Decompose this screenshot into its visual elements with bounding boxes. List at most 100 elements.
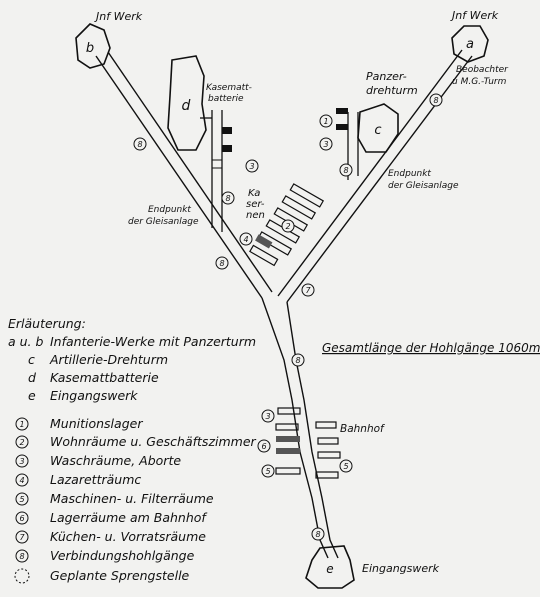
ammo-bar-d-2 — [222, 145, 232, 152]
panzer-label-2: drehturm — [366, 84, 418, 97]
svg-text:6: 6 — [261, 442, 266, 451]
svg-text:8: 8 — [295, 356, 300, 365]
legend-key-e: e — [28, 388, 36, 403]
marker-8-right: 8 — [339, 163, 353, 177]
legend-text-e: Eingangswerk — [50, 388, 138, 403]
legend-text-8: Verbindungshohlgänge — [50, 548, 195, 563]
kasernen-label-1: Ka — [248, 188, 260, 199]
kasernen-label-2: ser- — [246, 199, 265, 210]
tunnel-network — [95, 49, 473, 559]
legend-text-4: Lazaretträumc — [50, 472, 141, 487]
legend-marker-1: 1 — [15, 417, 29, 431]
legend-text-7: Küchen- u. Vorratsräume — [50, 529, 206, 544]
svg-text:4: 4 — [243, 235, 248, 244]
marker-1-c: 1 — [319, 114, 333, 128]
legend-text-3: Waschräume, Aborte — [50, 453, 181, 468]
legend-blast-point-icon — [14, 568, 30, 584]
kasematt-label-2: batterie — [208, 94, 244, 104]
legend-marker-8: 8 — [15, 549, 29, 563]
entrance-e-outline — [305, 545, 355, 589]
legend-key-d: d — [28, 370, 36, 385]
marker-8-left-top: 8 — [133, 137, 147, 151]
fort-b-outline — [75, 23, 111, 69]
room-d-small — [211, 159, 223, 169]
ammo-bar-c-2 — [336, 124, 348, 130]
marker-8-right-top: 8 — [429, 93, 443, 107]
svg-text:3: 3 — [19, 457, 24, 466]
legend-key-ab: a u. b — [8, 334, 44, 349]
marker-2: 2 — [281, 219, 295, 233]
tunnel-left-branch — [95, 51, 273, 299]
lazarett-hatched — [255, 234, 273, 249]
bahnhof-rooms — [275, 407, 341, 479]
turret-c-letter: c — [374, 123, 381, 138]
legend-marker-5: 5 — [15, 492, 29, 506]
legend-text-c: Artillerie-Drehturm — [49, 352, 168, 367]
svg-text:5: 5 — [343, 462, 348, 471]
legend-text-1: Munitionslager — [50, 416, 143, 431]
legend-marker-2: 2 — [15, 435, 29, 449]
svg-text:3: 3 — [323, 140, 328, 149]
legend-text-6: Lagerräume am Bahnhof — [50, 510, 207, 525]
marker-7: 7 — [301, 283, 315, 297]
svg-text:2: 2 — [19, 438, 24, 447]
kasematt-d-outline — [167, 55, 207, 151]
endpunkt-right-label-1: Endpunkt — [388, 169, 431, 179]
legend-title: Erläuterung: — [8, 316, 86, 331]
legend-marker-7: 7 — [15, 530, 29, 544]
marker-5-left: 5 — [261, 464, 275, 478]
kasematt-d-letter: d — [182, 98, 191, 114]
beobachter-label-2: u M.G.-Turm — [452, 77, 507, 87]
turret-c-outline — [357, 103, 399, 153]
marker-3-c: 3 — [319, 137, 333, 151]
legend-marker-6: 6 — [15, 511, 29, 525]
entrance-e-letter: e — [326, 562, 333, 576]
legend-text-blast: Geplante Sprengstelle — [50, 568, 190, 583]
svg-text:4: 4 — [19, 476, 24, 485]
legend: Erläuterung: a u. b Infanterie-Werke mit… — [8, 316, 257, 584]
svg-text:5: 5 — [265, 467, 270, 476]
legend-marker-4: 4 — [15, 473, 29, 487]
svg-text:8: 8 — [219, 259, 224, 268]
svg-text:3: 3 — [265, 412, 270, 421]
kasematt-label-1b: Kasematt- — [206, 83, 252, 93]
svg-text:8: 8 — [343, 166, 348, 175]
svg-text:8: 8 — [433, 96, 438, 105]
barrack-blocks — [249, 183, 325, 267]
endpunkt-right-label-2: der Gleisanlage — [388, 181, 459, 191]
marker-4: 4 — [239, 232, 253, 246]
svg-text:8: 8 — [225, 194, 230, 203]
fort-a-outline — [451, 25, 489, 63]
eingangswerk-label: Eingangswerk — [362, 562, 440, 575]
marker-6-bahnhof: 6 — [257, 439, 271, 453]
fort-b-letter: b — [86, 41, 94, 56]
svg-text:1: 1 — [323, 117, 328, 126]
svg-text:2: 2 — [285, 222, 290, 231]
svg-text:8: 8 — [19, 552, 24, 561]
svg-text:8: 8 — [315, 530, 320, 539]
ammo-bar-d-1 — [222, 127, 232, 134]
legend-key-c: c — [28, 352, 35, 367]
legend-text-5: Maschinen- u. Filterräume — [50, 491, 214, 506]
marker-3-d: 3 — [245, 159, 259, 173]
kasernen-label-3: nen — [246, 210, 265, 221]
endpunkt-left-label-2: der Gleisanlage — [128, 217, 199, 227]
legend-text-2: Wohnräume u. Geschäftszimmer — [50, 434, 257, 449]
svg-text:3: 3 — [249, 162, 254, 171]
total-length-label: Gesamtlänge der Hohlgänge 1060m. — [322, 341, 540, 355]
marker-8-trunk-lower: 8 — [311, 527, 325, 541]
endpunkt-left-label-1: Endpunkt — [148, 205, 191, 215]
svg-text:5: 5 — [19, 495, 24, 504]
bahnhof-label: Bahnhof — [340, 423, 386, 435]
legend-marker-3: 3 — [15, 454, 29, 468]
legend-text-ab: Infanterie-Werke mit Panzerturm — [50, 334, 256, 349]
svg-text:1: 1 — [19, 420, 24, 429]
fort-a-letter: a — [466, 37, 474, 52]
bahnhof-storage-hatched — [276, 436, 300, 454]
marker-8-left-bottom: 8 — [215, 256, 229, 270]
svg-text:7: 7 — [19, 533, 25, 542]
map-markers: 8 8 8 8 8 8 8 1 3 3 2 4 7 3 6 5 5 — [133, 93, 443, 541]
panzer-label-1: Panzer- — [366, 70, 407, 83]
beobachter-label-1: Beobachter — [456, 65, 509, 75]
